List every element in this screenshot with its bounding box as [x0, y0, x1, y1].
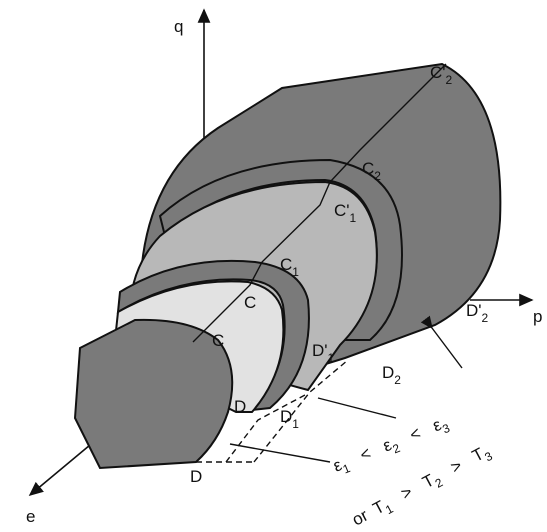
q-axis-label: q	[174, 17, 183, 36]
base-dashed-2	[253, 359, 349, 463]
pointer-e1	[229, 443, 331, 463]
front-cap	[73, 318, 234, 470]
label-c-inner: C	[244, 293, 256, 312]
label-d-bottom: D	[190, 467, 202, 486]
label-d1-prime: D'1	[312, 341, 335, 365]
label-c2: C2	[362, 159, 381, 183]
label-c1-prime: C'1	[334, 201, 357, 225]
band-c1	[116, 259, 310, 412]
pointer-e3	[420, 315, 463, 369]
label-d2: D2	[382, 363, 401, 387]
label-d2-prime: D'2	[466, 301, 489, 325]
e-axis	[28, 444, 91, 497]
label-d-top: D	[234, 397, 246, 416]
p-axis-label: p	[533, 307, 542, 326]
strain-rate-annotation: ε1 < ε2 < ε3	[330, 412, 452, 480]
svg-text:ε1 < ε2 <: ε1 < ε2 < ε3	[330, 412, 452, 480]
label-c-lower: C	[212, 331, 224, 350]
e-axis-label: e	[26, 507, 35, 526]
pointer-e2	[317, 397, 397, 419]
band-c2	[158, 158, 403, 341]
label-c2-prime: C'2	[430, 63, 453, 87]
ridge-line	[192, 63, 447, 343]
base-dashed-1	[225, 394, 306, 463]
label-d1: D1	[280, 407, 299, 431]
label-c1: C1	[280, 255, 299, 279]
